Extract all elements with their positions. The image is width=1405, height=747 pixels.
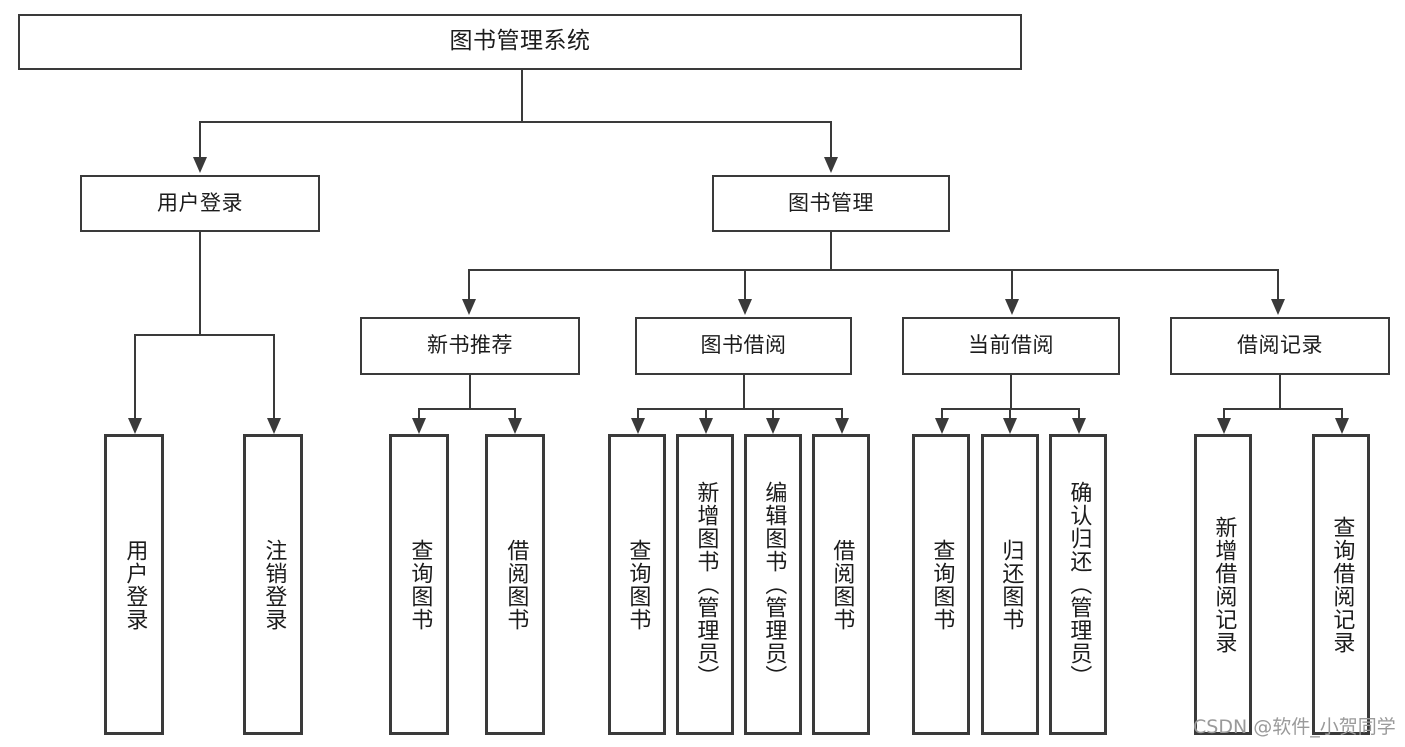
node-label: 借阅图书 [829,538,855,631]
leaf-user-login[interactable]: 用户登录 [104,434,164,735]
node-label: 确认归还（管理员） [1066,481,1092,688]
leaf-add-borrow-record[interactable]: 新增借阅记录 [1194,434,1252,735]
arrow-borrow-to-leaf-3 [766,418,780,434]
node-label: 新书推荐 [427,333,513,358]
arrow-current-to-leaf-2 [1003,418,1017,434]
connector-current-to-leaf-3 [1078,408,1080,420]
connector-new-rec-to-leaf-1 [418,408,420,420]
node-label: 注销登录 [261,538,287,631]
connector-user-login-stem [199,232,201,335]
arrow-user-login-to-leaf-2 [267,418,281,434]
arrow-new-rec-to-leaf-1 [412,418,426,434]
csdn-watermark: CSDN @软件_小贺同学 [1193,716,1396,738]
leaf-logout[interactable]: 注销登录 [243,434,303,735]
arrow-borrow-to-leaf-1 [631,418,645,434]
node-label: 图书管理 [788,190,874,215]
arrow-root-to-user-login [193,157,207,173]
node-label: 用户登录 [122,538,148,631]
arrow-borrow-to-leaf-4 [835,418,849,434]
node-label: 归还图书 [998,538,1024,631]
node-user-login[interactable]: 用户登录 [80,175,320,232]
connector-user-login-to-leaf-2 [273,334,275,420]
node-label: 查询图书 [407,538,433,631]
leaf-add-book-admin[interactable]: 新增图书（管理员） [676,434,734,735]
connector-new-rec-to-leaf-2 [514,408,516,420]
connector-new-rec-stem [469,375,471,410]
arrow-book-mgmt-to-borrow [738,299,752,315]
arrow-book-mgmt-to-current [1005,299,1019,315]
arrow-root-to-book-mgmt [824,157,838,173]
connector-history-to-leaf-1 [1223,408,1225,420]
node-current-borrow[interactable]: 当前借阅 [902,317,1120,375]
node-label: 新增借阅记录 [1211,515,1237,654]
arrow-history-to-leaf-2 [1335,418,1349,434]
connector-borrow-to-leaf-3 [772,408,774,420]
connector-borrow-to-leaf-2 [705,408,707,420]
leaf-query-book-borrow[interactable]: 查询图书 [608,434,666,735]
connector-borrow-stem [743,375,745,410]
connector-book-mgmt-to-history [1277,269,1279,301]
arrow-new-rec-to-leaf-2 [508,418,522,434]
leaf-return-book[interactable]: 归还图书 [981,434,1039,735]
node-label: 用户登录 [157,190,243,215]
node-book-management-system[interactable]: 图书管理系统 [18,14,1022,70]
node-label: 图书管理系统 [449,28,591,55]
connector-history-stem [1279,375,1281,410]
leaf-borrow-book[interactable]: 借阅图书 [812,434,870,735]
connector-history-to-leaf-2 [1341,408,1343,420]
connector-borrow-to-leaf-4 [841,408,843,420]
leaf-edit-book-admin[interactable]: 编辑图书（管理员） [744,434,802,735]
arrow-current-to-leaf-1 [935,418,949,434]
node-book-borrow[interactable]: 图书借阅 [635,317,852,375]
connector-user-login-to-leaf-1 [134,334,136,420]
leaf-query-borrow-record[interactable]: 查询借阅记录 [1312,434,1370,735]
connector-book-mgmt-stem [830,232,832,271]
node-label: 查询图书 [929,538,955,631]
connector-new-rec-bar [418,408,516,410]
node-label: 编辑图书（管理员） [761,481,787,688]
leaf-query-book-new-rec[interactable]: 查询图书 [389,434,449,735]
leaf-query-book-current[interactable]: 查询图书 [912,434,970,735]
arrow-current-to-leaf-3 [1072,418,1086,434]
node-book-management[interactable]: 图书管理 [712,175,950,232]
connector-current-to-leaf-1 [941,408,943,420]
node-label: 新增图书（管理员） [693,481,719,688]
connector-root-bar [199,121,831,123]
node-label: 借阅记录 [1237,333,1323,358]
node-label: 查询图书 [625,538,651,631]
connector-current-stem [1010,375,1012,410]
connector-root-to-user-login [199,121,201,159]
arrow-book-mgmt-to-history [1271,299,1285,315]
leaf-borrow-book-new-rec[interactable]: 借阅图书 [485,434,545,735]
node-label: 查询借阅记录 [1329,515,1355,654]
connector-borrow-bar [637,408,842,410]
node-borrow-history[interactable]: 借阅记录 [1170,317,1390,375]
node-label: 借阅图书 [503,538,529,631]
leaf-confirm-return-admin[interactable]: 确认归还（管理员） [1049,434,1107,735]
connector-user-login-bar [134,334,274,336]
connector-book-mgmt-to-borrow [744,269,746,301]
connector-root-stem [521,70,523,122]
node-new-book-recommend[interactable]: 新书推荐 [360,317,580,375]
connector-book-mgmt-to-current [1011,269,1013,301]
connector-book-mgmt-to-new-rec [468,269,470,301]
connector-root-to-book-mgmt [830,121,832,159]
node-label: 当前借阅 [968,333,1054,358]
connector-history-bar [1223,408,1342,410]
arrow-user-login-to-leaf-1 [128,418,142,434]
connector-book-mgmt-bar [468,269,1278,271]
arrow-borrow-to-leaf-2 [699,418,713,434]
node-label: 图书借阅 [700,333,787,358]
arrow-book-mgmt-to-new-rec [462,299,476,315]
arrow-history-to-leaf-1 [1217,418,1231,434]
connector-borrow-to-leaf-1 [637,408,639,420]
connector-current-to-leaf-2 [1009,408,1011,420]
